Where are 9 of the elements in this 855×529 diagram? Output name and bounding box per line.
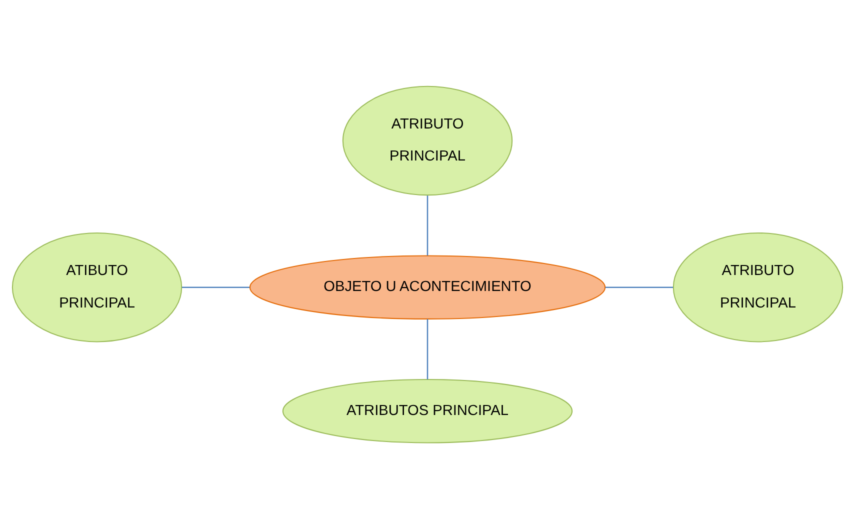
node-ellipse: ATRIBUTO PRINCIPAL (672, 232, 844, 342)
node-ellipse: ATRIBUTOS PRINCIPAL (282, 379, 573, 444)
node-ellipse: OBJETO U ACONTECIMIENTO (249, 255, 606, 320)
node-ellipse: ATIBUTO PRINCIPAL (12, 232, 182, 342)
connector (605, 286, 673, 288)
node-ellipse: ATRIBUTO PRINCIPAL (342, 86, 513, 196)
connector (426, 319, 428, 380)
connector (182, 286, 250, 288)
connector (426, 196, 428, 256)
